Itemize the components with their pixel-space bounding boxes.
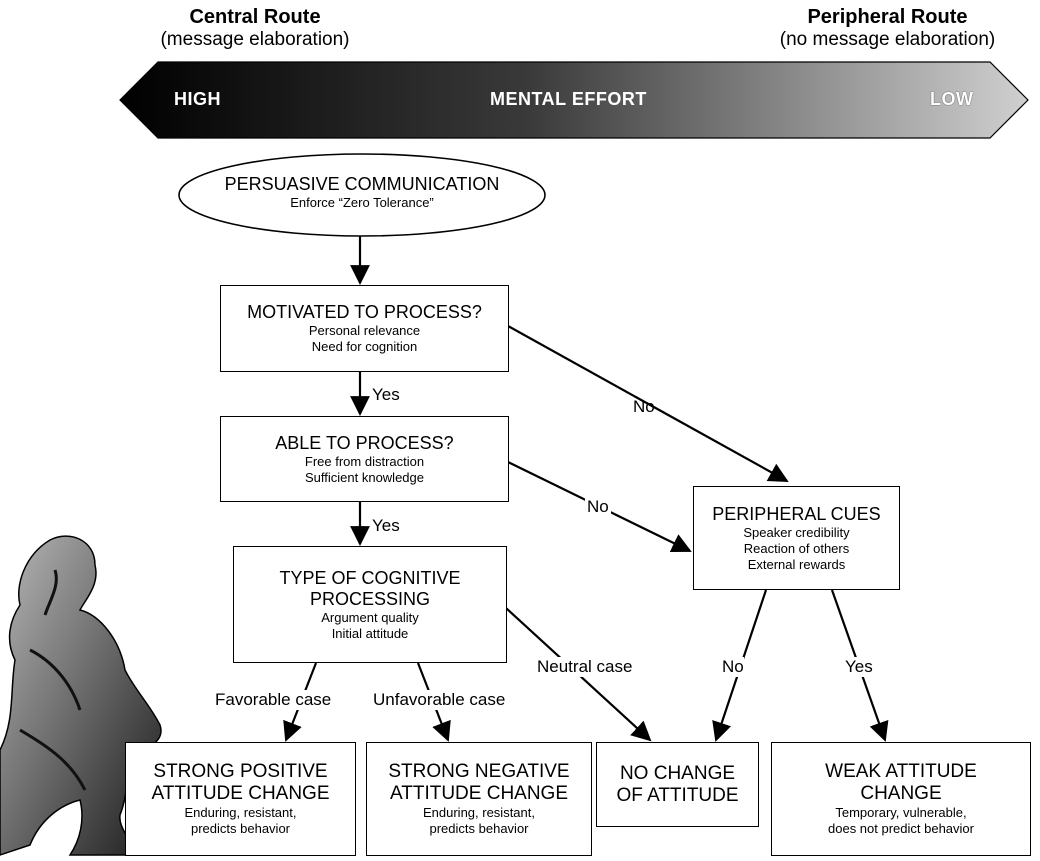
type-sub1: Argument quality bbox=[321, 609, 419, 625]
type-title2: PROCESSING bbox=[309, 588, 431, 609]
peripheral-route-title: Peripheral Route bbox=[807, 6, 968, 28]
no-change-title1: NO CHANGE bbox=[619, 762, 736, 784]
node-strong-positive: STRONG POSITIVE ATTITUDE CHANGE Enduring… bbox=[125, 742, 356, 856]
node-no-change: NO CHANGE OF ATTITUDE bbox=[596, 742, 759, 827]
able-sub1: Free from distraction bbox=[304, 453, 425, 469]
arrow-motivated-no bbox=[507, 325, 789, 482]
strong-neg-title2: ATTITUDE CHANGE bbox=[389, 783, 569, 804]
motivated-sub2: Need for cognition bbox=[311, 339, 418, 354]
no-change-title2: OF ATTITUDE bbox=[616, 784, 739, 806]
start-ellipse bbox=[178, 153, 546, 237]
central-route-header: Central Route (message elaboration) bbox=[160, 6, 350, 51]
effort-low-label: LOW bbox=[930, 89, 974, 109]
effort-center-label: MENTAL EFFORT bbox=[490, 89, 647, 109]
peripheral-sub1: Speaker credibility bbox=[743, 524, 850, 540]
peripheral-route-header: Peripheral Route (no message elaboration… bbox=[775, 6, 1000, 51]
node-weak-change: WEAK ATTITUDE CHANGE Temporary, vulnerab… bbox=[771, 742, 1031, 856]
able-title: ABLE TO PROCESS? bbox=[275, 432, 454, 453]
type-sub2: Initial attitude bbox=[331, 625, 409, 641]
weak-sub2: does not predict behavior bbox=[828, 821, 974, 836]
strong-neg-sub2: predicts behavior bbox=[429, 821, 529, 836]
weak-sub1: Temporary, vulnerable, bbox=[835, 805, 967, 820]
label-able-yes: Yes bbox=[372, 516, 400, 535]
label-neutral: Neutral case bbox=[537, 657, 633, 677]
label-motivated-no: No bbox=[633, 397, 655, 416]
peripheral-title: PERIPHERAL CUES bbox=[712, 503, 881, 524]
peripheral-route-subtitle: (no message elaboration) bbox=[779, 29, 996, 50]
central-route-subtitle: (message elaboration) bbox=[160, 29, 350, 50]
node-type-of-processing: TYPE OF COGNITIVE PROCESSING Argument qu… bbox=[233, 546, 507, 663]
node-strong-negative: STRONG NEGATIVE ATTITUDE CHANGE Enduring… bbox=[366, 742, 592, 856]
strong-pos-sub2: predicts behavior bbox=[191, 821, 290, 836]
start-sub: Enforce “Zero Tolerance” bbox=[290, 195, 434, 210]
effort-arrow-shape bbox=[119, 61, 1029, 139]
node-peripheral-cues: PERIPHERAL CUES Speaker credibility Reac… bbox=[693, 486, 900, 590]
strong-pos-title2: ATTITUDE CHANGE bbox=[151, 783, 330, 804]
mental-effort-bar bbox=[119, 61, 1029, 139]
motivated-title: MOTIVATED TO PROCESS? bbox=[247, 302, 482, 322]
start-title: PERSUASIVE COMMUNICATION bbox=[224, 174, 500, 194]
node-motivated: MOTIVATED TO PROCESS? Personal relevance… bbox=[220, 285, 509, 372]
strong-pos-sub1: Enduring, resistant, bbox=[184, 805, 297, 820]
peripheral-sub3: External rewards bbox=[747, 556, 846, 572]
central-route-title: Central Route bbox=[189, 6, 321, 28]
strong-neg-sub1: Enduring, resistant, bbox=[422, 805, 535, 820]
type-title1: TYPE OF COGNITIVE bbox=[279, 567, 461, 588]
label-motivated-yes: Yes bbox=[372, 385, 400, 404]
label-favorable: Favorable case bbox=[215, 690, 332, 710]
label-unfavorable: Unfavorable case bbox=[373, 690, 506, 710]
strong-neg-title1: STRONG NEGATIVE bbox=[388, 761, 570, 782]
label-peripheral-no: No bbox=[722, 657, 744, 677]
thinker-statue-image bbox=[0, 535, 162, 856]
node-able: ABLE TO PROCESS? Free from distraction S… bbox=[220, 416, 509, 502]
weak-title1: WEAK ATTITUDE bbox=[825, 761, 977, 782]
node-persuasive-communication: PERSUASIVE COMMUNICATION Enforce “Zero T… bbox=[180, 173, 544, 211]
label-able-no: No bbox=[585, 497, 611, 517]
peripheral-sub2: Reaction of others bbox=[743, 540, 850, 556]
motivated-sub1: Personal relevance bbox=[308, 323, 421, 338]
able-sub2: Sufficient knowledge bbox=[304, 469, 424, 485]
effort-high-label: HIGH bbox=[174, 89, 221, 109]
strong-pos-title1: STRONG POSITIVE bbox=[153, 761, 328, 782]
weak-title2: CHANGE bbox=[860, 783, 942, 804]
label-peripheral-yes: Yes bbox=[845, 657, 873, 677]
